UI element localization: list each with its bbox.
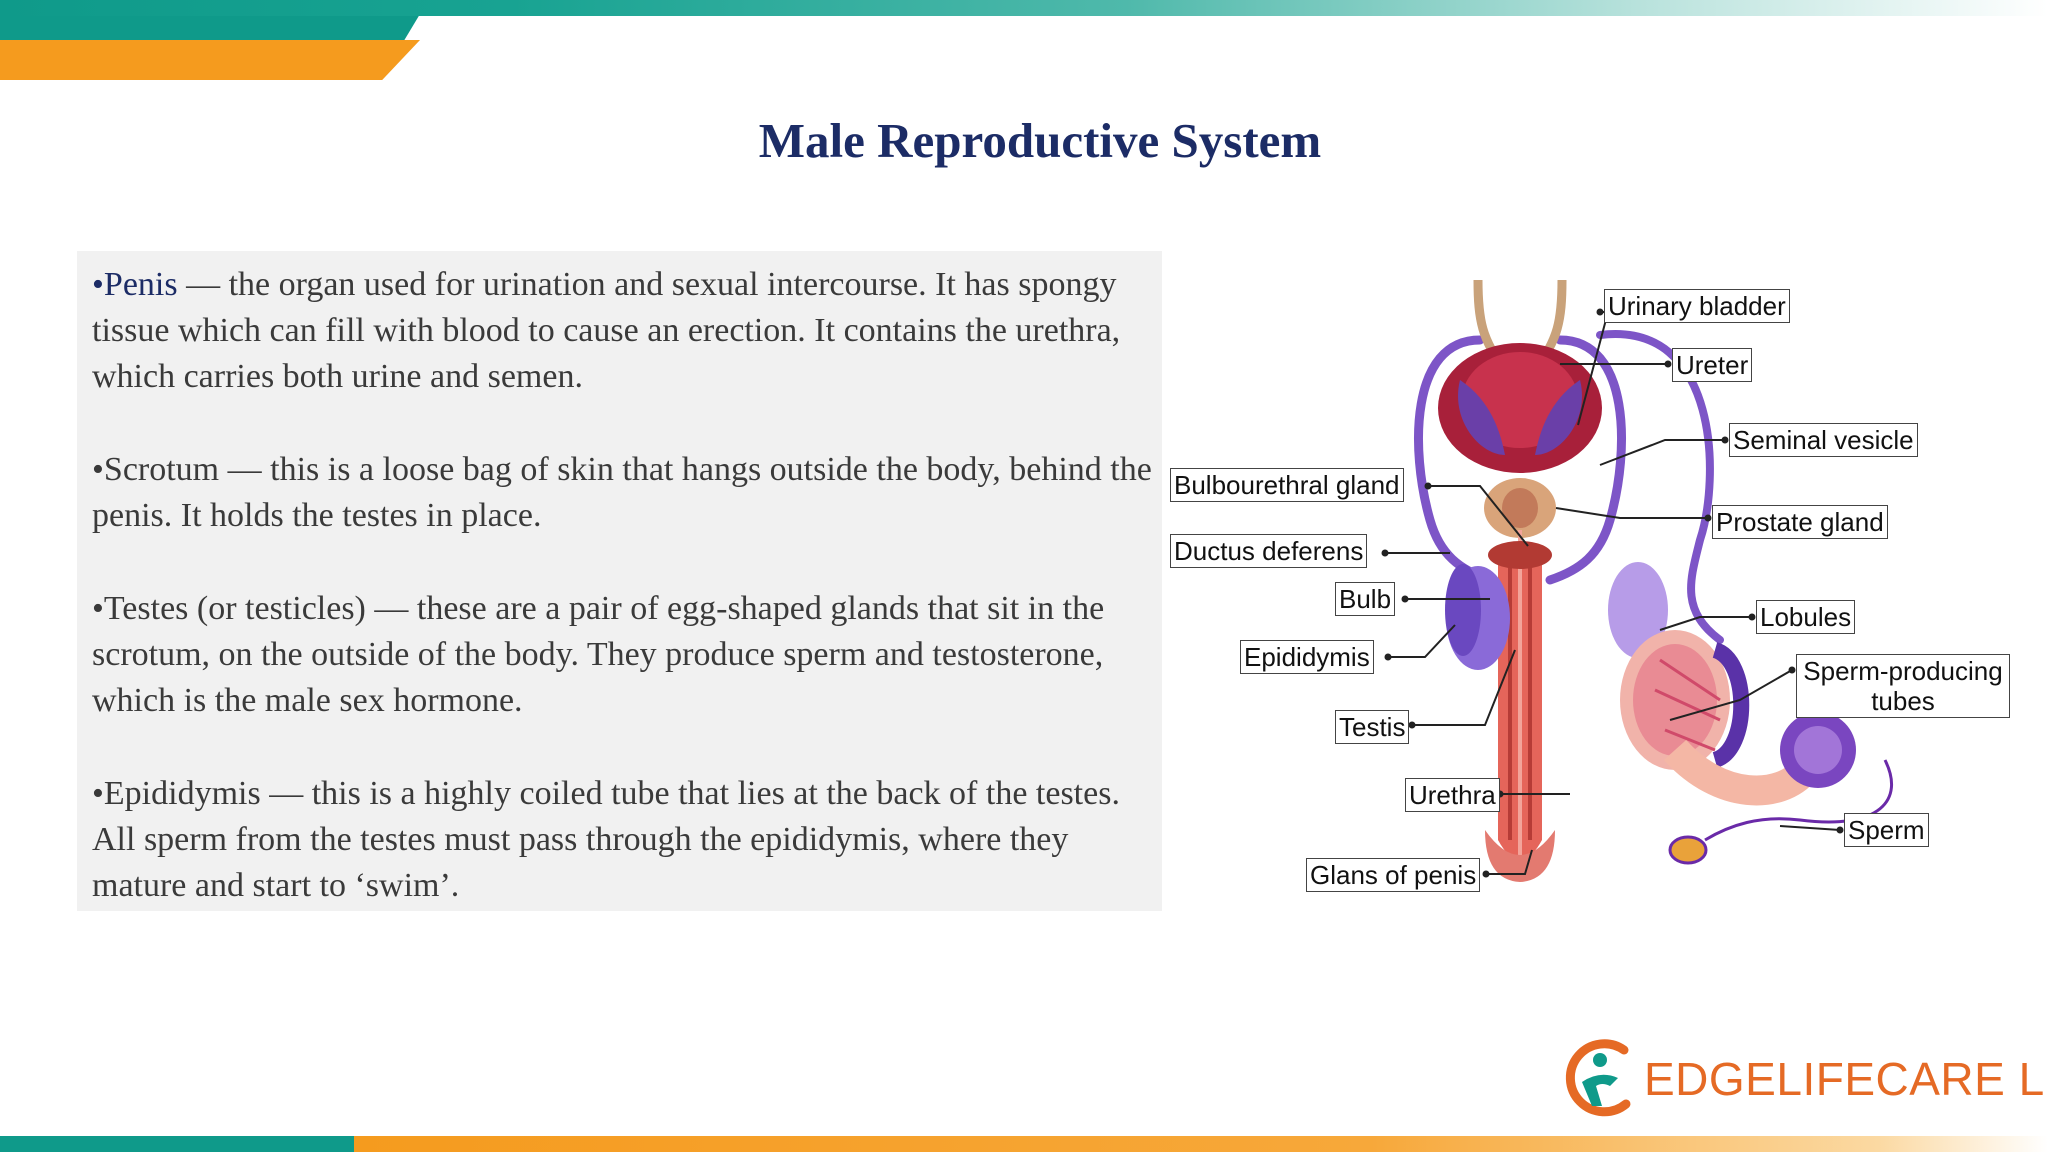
term-penis: Penis (103, 266, 178, 303)
label-bulbourethral-gland: Bulbourethral gland (1170, 468, 1404, 502)
label-sperm: Sperm (1844, 813, 1929, 847)
label-seminal-vesicle: Seminal vesicle (1729, 423, 1918, 457)
text-scrotum: — this is a loose bag of skin that hangs… (92, 451, 1152, 534)
label-sperm-producing-tubes: Sperm-producing tubes (1796, 654, 2010, 718)
bullet: • (92, 775, 104, 812)
term-testes: Testes (or testicles) (103, 590, 366, 627)
bullet: • (92, 266, 104, 303)
label-testis: Testis (1335, 710, 1410, 744)
bullet: • (92, 451, 104, 488)
anatomy-illustration (1381, 280, 1894, 882)
company-logo: EDGELIFECARE LLP (1562, 1036, 2048, 1120)
logo-mark-icon (1565, 1039, 1631, 1117)
paragraph-testes: •Testes (or testicles) — these are a pai… (92, 586, 1152, 724)
text-panel (77, 251, 1162, 911)
logo-text: EDGELIFECARE LLP (1644, 1053, 2048, 1105)
header-teal-band (0, 0, 2048, 16)
paragraph-epididymis: •Epididymis — this is a highly coiled tu… (92, 771, 1152, 909)
bullet: • (92, 590, 104, 627)
footer-teal-band (0, 1136, 354, 1152)
label-ductus-deferens: Ductus deferens (1170, 534, 1368, 568)
label-urethra: Urethra (1405, 778, 1500, 812)
paragraph-scrotum: •Scrotum — this is a loose bag of skin t… (92, 447, 1152, 539)
label-lobules: Lobules (1756, 600, 1856, 634)
header-teal-wedge (0, 14, 420, 42)
label-bulb: Bulb (1335, 582, 1396, 616)
text-epididymis: — this is a highly coiled tube that lies… (92, 775, 1120, 904)
label-prostate-gland: Prostate gland (1712, 505, 1888, 539)
label-glans-of-penis: Glans of penis (1306, 858, 1481, 892)
term-epididymis: Epididymis (103, 775, 261, 812)
paragraph-penis: •Penis — the organ used for urination an… (92, 262, 1152, 400)
header-orange-band (0, 40, 420, 80)
text-penis: — the organ used for urination and sexua… (92, 266, 1121, 395)
anatomy-diagram: Urinary bladder Ureter Seminal vesicle B… (1160, 280, 2040, 900)
footer-orange-band (354, 1136, 2048, 1152)
label-urinary-bladder: Urinary bladder (1604, 289, 1790, 323)
text-testes: — these are a pair of egg-shaped glands … (92, 590, 1105, 719)
slide-title: Male Reproductive System (758, 113, 1322, 168)
term-scrotum: Scrotum (103, 451, 220, 488)
label-epididymis: Epididymis (1240, 640, 1374, 674)
label-ureter: Ureter (1672, 348, 1753, 382)
